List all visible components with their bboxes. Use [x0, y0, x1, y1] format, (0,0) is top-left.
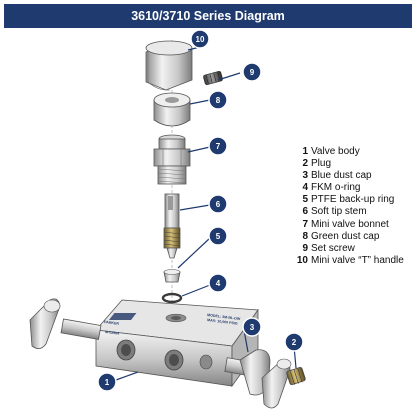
callout-2-label: 2 [292, 338, 297, 347]
plug-part [286, 366, 306, 386]
t-handle-part [145, 40, 193, 91]
callout-6: 6 [208, 194, 228, 214]
legend-item-number: 10 [296, 254, 308, 266]
right-handle-assembly [224, 349, 292, 409]
legend-item-label: Green dust cap [311, 230, 380, 242]
parts-legend: 1 Valve body 2 Plug 3 Blue dust cap 4 FK… [296, 146, 414, 267]
legend-item-label: Mini valve bonnet [311, 218, 389, 230]
legend-item: 10 Mini valve “T” handle [296, 255, 414, 267]
diagram-title: 3610/3710 Series Diagram [131, 9, 285, 23]
left-handle-assembly [29, 298, 102, 349]
set-screw-part [203, 70, 223, 86]
callout-9-label: 9 [250, 68, 255, 77]
legend-item-label: Set screw [311, 242, 355, 254]
mini-valve-bonnet-part [153, 134, 191, 185]
leader-line-8 [189, 99, 211, 105]
legend-item-number: 6 [302, 206, 308, 218]
callout-3: 3 [242, 317, 262, 337]
leader-line-4 [181, 284, 211, 297]
legend-item: 2 Plug [296, 158, 414, 170]
callout-8-label: 8 [216, 96, 221, 105]
legend-item-number: 4 [302, 182, 308, 194]
callout-2: 2 [284, 332, 304, 352]
leader-line-3 [243, 329, 249, 353]
callout-10-label: 10 [196, 35, 205, 44]
legend-item: 6 Soft tip stem [296, 206, 414, 218]
body-model-marking: MODEL: 3M-BL-DW [207, 313, 241, 321]
legend-item-number: 9 [302, 242, 308, 254]
legend-item: 4 FKM o-ring [296, 182, 414, 194]
body-serial-marking: M-02564 [105, 330, 120, 336]
body-pressure-marking: MAX: 10,000 PSIG [207, 318, 238, 326]
leader-line-6 [179, 204, 211, 211]
diagram-header: 3610/3710 Series Diagram [4, 4, 412, 28]
callout-markers: 10 9 8 7 6 5 4 [97, 29, 304, 392]
legend-item: 9 Set screw [296, 243, 414, 255]
callout-1-label: 1 [105, 378, 110, 387]
legend-item-label: Soft tip stem [311, 206, 367, 218]
legend-item-label: Plug [311, 158, 332, 170]
valve-body-part: PARKER MODEL: 3M-BL-DW MAX: 10,000 PSIG … [95, 299, 259, 388]
fkm-o-ring-part [161, 292, 183, 304]
legend-item: 5 PTFE back-up ring [296, 194, 414, 206]
callout-9: 9 [242, 62, 262, 82]
legend-item-label: Blue dust cap [311, 170, 372, 182]
callout-7-label: 7 [216, 142, 221, 151]
legend-item-number: 1 [302, 146, 308, 157]
callout-3-label: 3 [250, 323, 255, 332]
ptfe-backup-ring-part [163, 269, 181, 283]
callout-4-label: 4 [216, 279, 221, 288]
callout-8: 8 [208, 90, 228, 110]
callout-6-label: 6 [216, 200, 221, 209]
leader-line-9 [217, 72, 241, 81]
legend-item: 7 Mini valve bonnet [296, 219, 414, 231]
legend-item: 8 Green dust cap [296, 231, 414, 243]
legend-item-number: 8 [302, 230, 308, 242]
callout-5: 5 [208, 226, 228, 246]
callout-1: 1 [97, 372, 117, 392]
legend-item-number: 3 [302, 170, 308, 182]
legend-item-number: 5 [302, 194, 308, 206]
callout-4: 4 [208, 273, 228, 293]
legend-item-number: 7 [302, 218, 308, 230]
leader-line-1 [115, 371, 139, 381]
soft-tip-stem-part [163, 193, 181, 259]
legend-item-label: PTFE back-up ring [311, 194, 395, 206]
leader-line-7 [187, 146, 211, 153]
callout-7: 7 [208, 136, 228, 156]
legend-item: 3 Blue dust cap [296, 170, 414, 182]
legend-item-number: 2 [302, 158, 308, 170]
body-brand-marking: PARKER [104, 320, 120, 326]
callout-10: 10 [190, 29, 210, 49]
legend-item-label: Mini valve “T” handle [311, 254, 404, 266]
leader-line-5 [177, 237, 211, 269]
legend-item-label: Valve body [311, 146, 360, 157]
legend-item: 1 Valve body [296, 146, 414, 158]
legend-item-label: FKM o-ring [311, 182, 361, 194]
green-dust-cap-part [153, 92, 191, 127]
callout-5-label: 5 [216, 232, 221, 241]
